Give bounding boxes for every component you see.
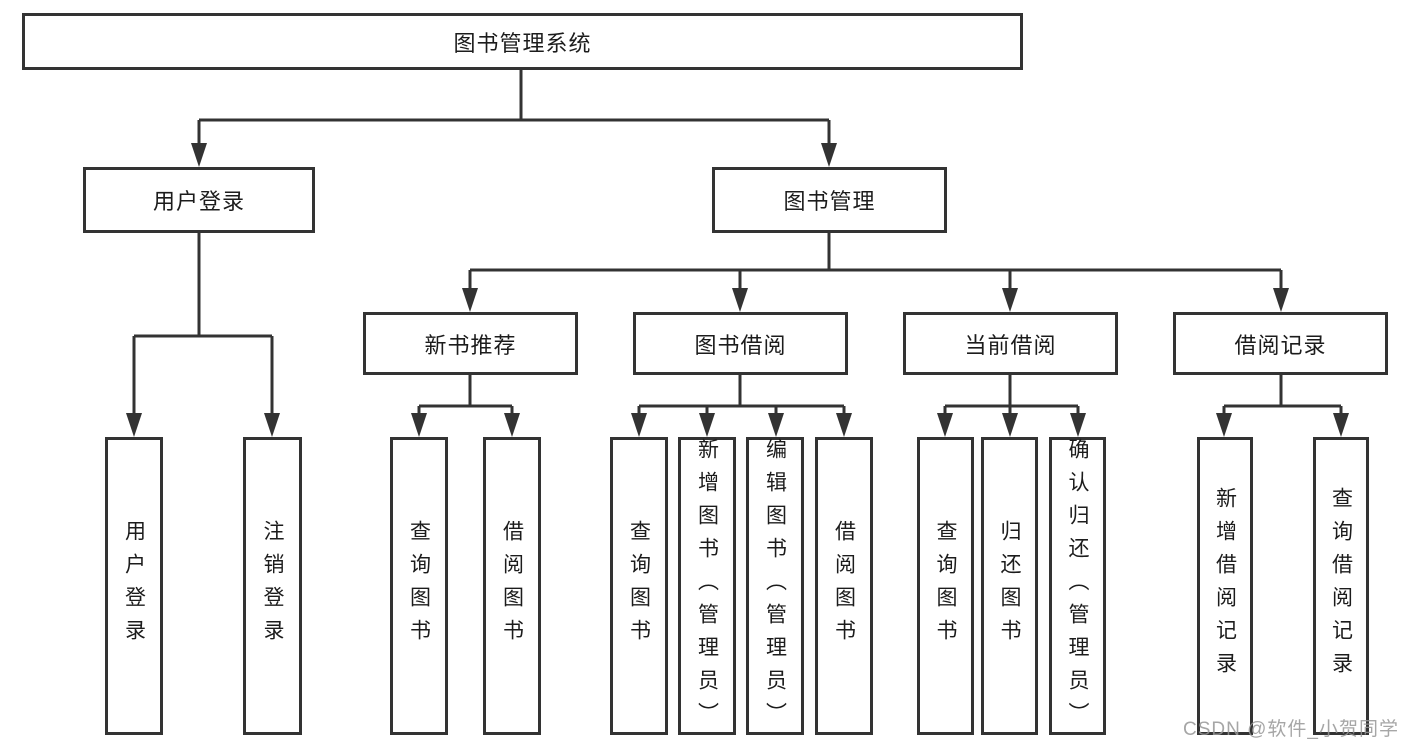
node-book-management: 图书管理 (712, 167, 947, 233)
leaf-current-query-books: 查询图书 (917, 437, 974, 735)
node-current-borrowing: 当前借阅 (903, 312, 1118, 375)
node-label: 查询借阅记录 (1329, 487, 1353, 685)
leaf-logout: 注销登录 (243, 437, 302, 735)
node-label: 借阅图书 (500, 520, 524, 652)
node-borrowing-records: 借阅记录 (1173, 312, 1388, 375)
node-label: 图书管理 (783, 189, 876, 214)
node-book-borrowing: 图书借阅 (633, 312, 848, 375)
node-user-login: 用户登录 (83, 167, 315, 233)
node-label: 当前借阅 (964, 332, 1057, 358)
node-label: 用户登录 (122, 520, 146, 652)
node-label: 查询图书 (407, 520, 431, 652)
node-label: 图书管理系统 (453, 30, 592, 56)
leaf-borrowing-edit-books-admin: 编辑图书（管理员） (746, 437, 804, 735)
node-label: 注销登录 (261, 520, 284, 652)
node-library-system: 图书管理系统 (22, 13, 1023, 70)
node-label: 借阅图书 (832, 520, 856, 652)
csdn-watermark: CSDN @软件_小贺同学 (1183, 719, 1399, 740)
node-label: 借阅记录 (1234, 332, 1327, 358)
leaf-current-return-books: 归还图书 (981, 437, 1038, 735)
node-label: 确认归还（管理员） (1066, 437, 1089, 735)
leaf-current-confirm-return-admin: 确认归还（管理员） (1049, 437, 1106, 735)
arrowhead-icons (126, 143, 1349, 437)
leaf-records-add-record: 新增借阅记录 (1197, 437, 1253, 735)
leaf-borrowing-query-books: 查询图书 (610, 437, 668, 735)
node-label: 归还图书 (998, 520, 1021, 652)
leaf-borrowing-add-books-admin: 新增图书（管理员） (678, 437, 736, 735)
leaf-user-login: 用户登录 (105, 437, 163, 735)
node-label: 查询图书 (627, 520, 651, 652)
node-label: 编辑图书（管理员） (763, 437, 787, 735)
node-label: 新增图书（管理员） (695, 437, 719, 735)
node-label: 新增借阅记录 (1213, 487, 1237, 685)
leaf-borrowing-borrow-books: 借阅图书 (815, 437, 873, 735)
node-label: 图书借阅 (694, 332, 787, 358)
leaf-records-query-record: 查询借阅记录 (1313, 437, 1369, 735)
node-label: 查询图书 (934, 520, 957, 652)
node-label: 用户登录 (152, 189, 245, 214)
node-new-book-recommend: 新书推荐 (363, 312, 578, 375)
leaf-recommend-borrow-books: 借阅图书 (483, 437, 541, 735)
connector-stems (132, 70, 1343, 416)
leaf-recommend-query-books: 查询图书 (390, 437, 448, 735)
node-label: 新书推荐 (424, 332, 517, 358)
